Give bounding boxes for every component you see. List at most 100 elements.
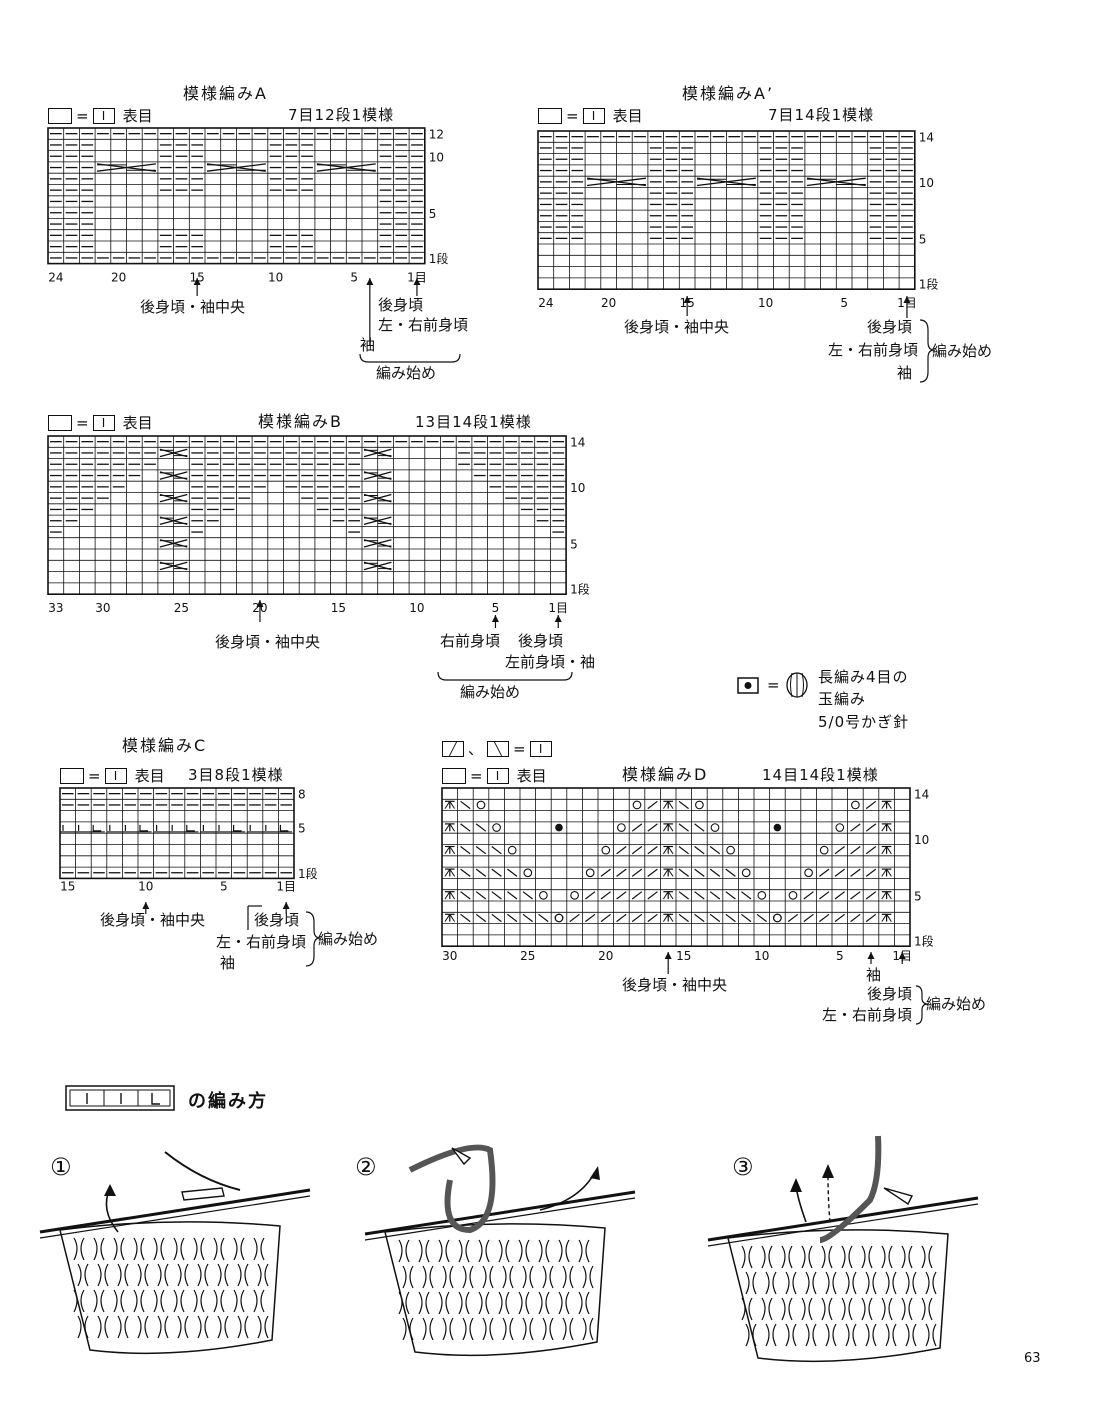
chart-a2-center-label: 後身頃・袖中央	[624, 318, 729, 336]
step-3-stitch	[841, 1245, 853, 1269]
chart-d-yarnover-icon	[476, 800, 486, 810]
chart-d-ssk-icon	[538, 913, 549, 923]
chart-d-yarnover-icon	[523, 868, 533, 878]
bobble-stitch-icon	[790, 672, 793, 698]
chart-d-k2tog-icon	[819, 913, 830, 923]
chart-a-back-label: 後身頃	[378, 296, 423, 314]
chart-d-cdd-icon	[444, 823, 451, 832]
step-2-arrowhead-icon	[590, 1166, 600, 1180]
chart-d-x-tick: 25	[520, 949, 535, 963]
step-1-stitch	[117, 1315, 129, 1339]
step-3-arrow-icon	[827, 1173, 831, 1223]
chart-d-ssk-icon	[460, 800, 471, 810]
chart-b-cross-icon	[159, 471, 188, 480]
chart-b-cross-icon	[363, 448, 392, 458]
step-2-stitch	[422, 1265, 434, 1289]
chart-d-front-label: 左・右前身頃	[822, 1006, 912, 1024]
chart-d-ssk-icon	[507, 913, 518, 923]
step-1-stitch	[233, 1237, 245, 1261]
step-3-label: ③	[732, 1153, 754, 1181]
step-1-stitch	[233, 1289, 245, 1313]
how-to-title: の編み方	[188, 1091, 268, 1112]
chart-d-yarnover-icon	[492, 823, 501, 832]
chart-a2-x-tick: 10	[758, 296, 773, 310]
step-3-stitch	[781, 1245, 793, 1269]
chart-a2-cable-icon	[806, 177, 866, 187]
chart-d-k2tog-icon	[569, 913, 580, 923]
chart-b-y-tick: 1段	[570, 582, 590, 597]
chart-d-k2tog-icon	[865, 891, 877, 900]
chart-d-cdd-icon	[886, 914, 892, 922]
step-1-stitch	[73, 1289, 85, 1313]
chart-d-cdd-icon	[449, 891, 456, 900]
chart-d-yarnover-icon	[507, 845, 517, 855]
chart-b-x-tick: 33	[48, 601, 63, 615]
chart-a-x-tick: 24	[48, 271, 63, 285]
step-3-stitch	[901, 1297, 913, 1321]
chart-d-y-tick: 1段	[914, 934, 934, 949]
chart-a2-sleeve-label: 袖	[897, 364, 912, 382]
chart-d-k2tog-icon	[585, 913, 596, 923]
chart-d-yarnover-icon	[741, 868, 751, 878]
chart-d-brace	[915, 985, 929, 1025]
step-1-needle	[39, 1195, 311, 1239]
chart-c-y-tick: 5	[298, 822, 306, 836]
step-1-needle	[39, 1188, 311, 1234]
chart-d-ssk-icon	[460, 868, 471, 877]
chart-a2-y-tick: 5	[919, 232, 927, 246]
chart-d-yarnover-icon	[835, 823, 845, 832]
chart-d-k2tog-icon	[631, 891, 643, 900]
chart-c-back-label: 後身頃	[254, 911, 299, 929]
chart-d-cdd-icon	[449, 914, 456, 922]
chart-d-cdd-icon	[662, 868, 669, 877]
chart-d-k2tog-icon	[865, 868, 877, 877]
step-1-label: ①	[50, 1153, 72, 1181]
step-2-stitch	[582, 1317, 594, 1341]
step-2-stitch	[578, 1239, 590, 1263]
step-2-stitch	[518, 1239, 530, 1263]
chart-d-ssk-icon	[694, 846, 705, 855]
chart-d-k2tog-icon	[865, 800, 877, 810]
chart-d-cdd-icon	[886, 868, 892, 877]
chart-d-k2tog-icon	[834, 868, 845, 877]
chart-d-cdd-icon	[444, 846, 451, 855]
step-1-stitch	[117, 1263, 129, 1287]
blank-symbol-icon	[538, 107, 562, 124]
chart-b-repeat: 13目14段1模様	[415, 413, 532, 431]
chart-a-x-tick: 5	[350, 271, 358, 285]
chart-d-ssk-icon	[460, 823, 471, 832]
chart-b-legend: = I 表目	[48, 412, 153, 433]
step-3-stitch	[761, 1245, 773, 1269]
chart-b-cross-icon	[363, 493, 392, 503]
step-3-stitch	[905, 1271, 917, 1295]
chart-a-x-tick: 15	[190, 271, 205, 285]
chart-a2-x-tick: 5	[840, 296, 848, 310]
chart-d-ssk-icon	[756, 913, 767, 923]
chart-d-cdd-icon	[881, 868, 888, 877]
step-2-stitch	[438, 1291, 450, 1315]
chart-b-start-arrow-head	[554, 615, 562, 622]
chart-d-cdd-icon	[449, 823, 456, 832]
chart-a-x-tick: 1目	[407, 271, 427, 285]
chart-b-center-arrow-head	[256, 600, 264, 607]
chart-a-start-label: 編み始め	[376, 364, 436, 382]
chart-d-cdd-icon	[667, 823, 674, 832]
step-2-stitch	[522, 1317, 534, 1341]
chart-d-cdd-icon	[667, 846, 674, 855]
chart-d-back-label: 後身頃	[867, 985, 912, 1003]
step-2-stitch	[458, 1239, 470, 1263]
chart-c-start-arrow-head	[282, 902, 290, 909]
chart-a2-front-label: 左・右前身頃	[828, 341, 918, 359]
chart-a-cable-icon	[97, 163, 156, 172]
chart-c-title: 模様編みC	[122, 736, 208, 755]
step-3-stitch	[805, 1323, 817, 1347]
chart-b-x-tick: 1目	[548, 601, 568, 615]
blank-symbol-icon	[48, 414, 72, 431]
step-2-stitch	[458, 1291, 470, 1315]
chart-a2-cable-icon	[587, 177, 646, 187]
chart-b-x-tick: 10	[409, 601, 424, 615]
chart-d-x-tick: 20	[598, 949, 613, 963]
step-3-stitch	[825, 1323, 837, 1347]
chart-c-y-tick: 8	[298, 788, 306, 802]
chart-d-yarnover-icon	[695, 800, 704, 810]
